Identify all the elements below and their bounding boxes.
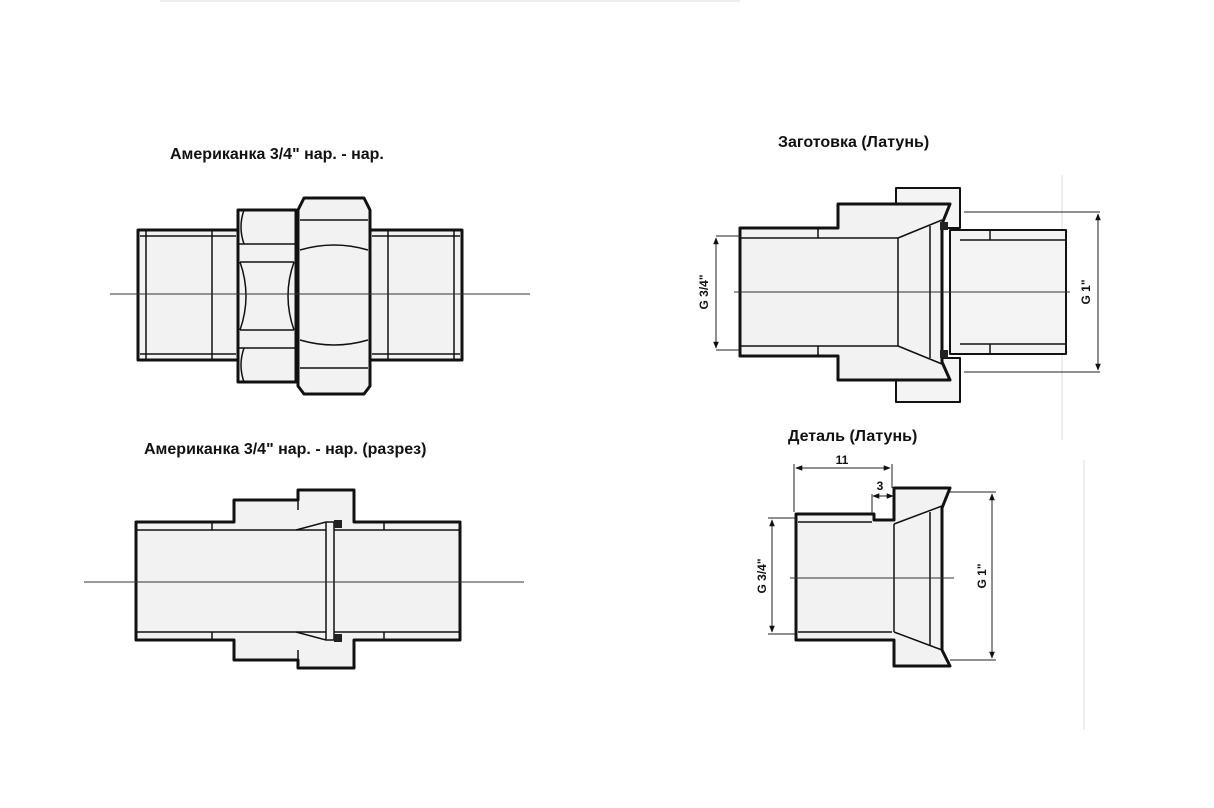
blank-title: Заготовка (Латунь) xyxy=(778,134,930,151)
part-title: Деталь (Латунь) xyxy=(788,428,918,445)
part-dim-step: 3 xyxy=(877,479,884,493)
union-external-title: Американка 3/4" нар. - нар. xyxy=(170,146,384,163)
union-external-drawing xyxy=(110,196,530,396)
part-drawing: 11 3 G 3/4" G 1" xyxy=(755,453,996,668)
right-nipple xyxy=(368,228,464,362)
union-section-title: Американка 3/4" нар. - нар. (разрез) xyxy=(144,441,427,458)
part-dim-top: 11 xyxy=(836,453,849,467)
left-hex xyxy=(236,208,298,384)
part-dim-right: G 1" xyxy=(975,563,989,588)
section-body xyxy=(134,488,462,670)
union-nut xyxy=(296,196,372,396)
seal-top xyxy=(334,520,342,528)
part-dim-left: G 3/4" xyxy=(755,558,769,593)
blank-dim-right: G 1" xyxy=(1079,279,1093,304)
part-body xyxy=(794,486,952,668)
union-section-drawing xyxy=(84,488,524,670)
left-nipple xyxy=(136,228,240,362)
blank-dim-left: G 3/4" xyxy=(697,274,711,309)
seal-bottom xyxy=(334,634,342,642)
blank-drawing: G 3/4" G 1" xyxy=(697,187,1101,403)
